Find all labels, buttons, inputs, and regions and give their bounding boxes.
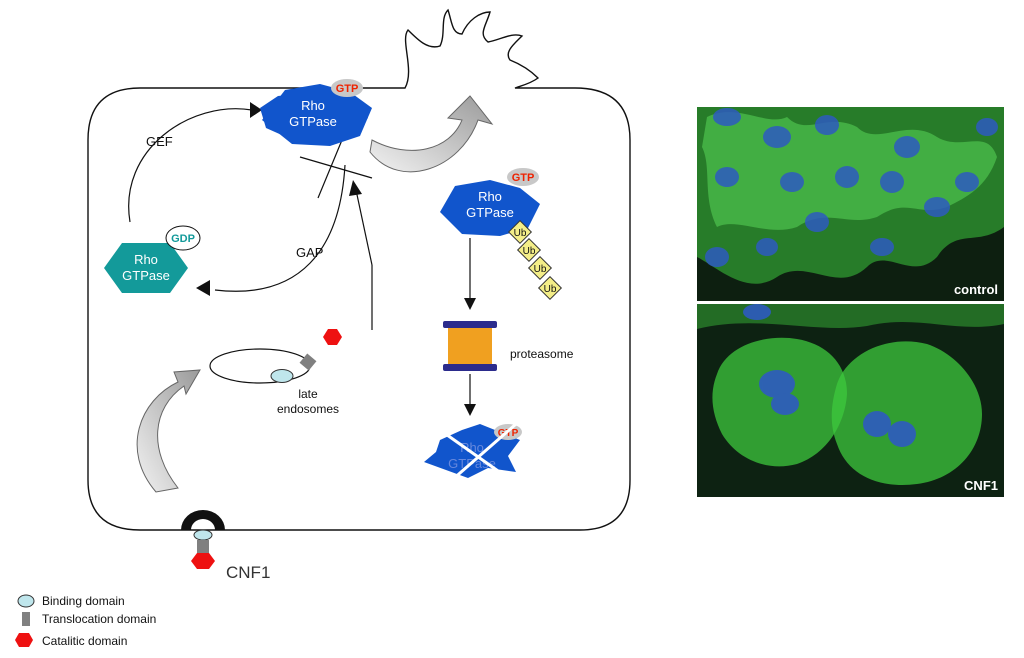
degraded-cross bbox=[451, 422, 517, 482]
ubiquitin-label: Ub bbox=[523, 246, 536, 257]
ubiquitin-tag bbox=[527, 255, 553, 281]
arrowhead-icon bbox=[464, 404, 476, 416]
nuclei bbox=[705, 108, 998, 267]
arrowhead-icon bbox=[196, 280, 210, 296]
gtp-badge bbox=[331, 79, 363, 97]
rho-gtpase-active bbox=[262, 84, 372, 146]
cnf1-mechanism-diagram: Rho GTPase GTP Rho GTPase GDP GEF GAP la… bbox=[87, 8, 631, 582]
cytoskeleton-arrow-icon bbox=[369, 95, 494, 173]
arrowhead-icon bbox=[250, 102, 262, 118]
legend-translocation-label: Translocation domain bbox=[42, 612, 157, 626]
micrograph-cnf1: CNF1 bbox=[697, 304, 1004, 497]
binding-domain-icon bbox=[193, 529, 213, 541]
ubiquitin-label: Ub bbox=[514, 228, 527, 239]
ubiquitin-tag bbox=[507, 219, 533, 245]
rho-label: Rho bbox=[478, 189, 502, 204]
ubiquitin-chain: Ub Ub Ub Ub bbox=[507, 219, 563, 301]
gtpase-label: GTPase bbox=[122, 268, 170, 283]
legend: Binding domain Translocation domain Cata… bbox=[0, 586, 220, 656]
micrograph-control: control bbox=[697, 107, 1004, 301]
legend-catalytic-label: Catalitic domain bbox=[42, 634, 128, 648]
cell-membrane bbox=[87, 8, 631, 531]
late-endosome bbox=[209, 348, 311, 384]
rho-gtpase-activated bbox=[440, 180, 540, 236]
rho-label: Rho bbox=[134, 252, 158, 267]
gtp-badge-label: GTP bbox=[498, 428, 519, 439]
micrograph-label-control: control bbox=[953, 282, 998, 297]
gtpase-label: GTPase bbox=[466, 205, 514, 220]
micrograph-label-cnf1: CNF1 bbox=[964, 478, 998, 493]
legend-binding-domain: Binding domain bbox=[0, 592, 220, 610]
arrowhead-icon bbox=[464, 298, 476, 310]
binding-domain-icon bbox=[270, 369, 294, 383]
gef-activation-arrow bbox=[128, 108, 253, 223]
ubiquitin-tag bbox=[537, 275, 563, 301]
catalytic-domain-icon bbox=[15, 633, 33, 647]
arrowhead-icon bbox=[349, 180, 362, 196]
membrane-receptor bbox=[181, 510, 225, 530]
rho-label: Rho bbox=[301, 98, 325, 113]
degraded-cross bbox=[439, 428, 509, 480]
gtp-badge-label: GTP bbox=[512, 172, 535, 184]
gap-inactivation-arrow bbox=[214, 164, 346, 292]
binding-domain-icon bbox=[17, 594, 35, 608]
rho-gtpase-inactive bbox=[104, 243, 188, 293]
ubiquitin-label: Ub bbox=[534, 264, 547, 275]
proteasome-cap bbox=[443, 321, 497, 328]
proteasome-label: proteasome bbox=[510, 347, 574, 361]
legend-translocation-domain: Translocation domain bbox=[0, 610, 220, 628]
proteasome-cap bbox=[443, 364, 497, 371]
gtp-badge bbox=[507, 168, 539, 186]
nuclei bbox=[743, 304, 916, 447]
cnf1-label: CNF1 bbox=[226, 563, 270, 582]
late-endosomes-label: late bbox=[298, 387, 318, 401]
gtpase-label: GTPase bbox=[289, 114, 337, 129]
legend-catalytic-domain: Catalitic domain bbox=[0, 632, 220, 650]
ubiquitin-tag bbox=[516, 237, 542, 263]
inhibition-cross bbox=[299, 156, 373, 179]
catalytic-domain-icon bbox=[191, 553, 215, 569]
translocation-domain-icon bbox=[299, 353, 317, 371]
cnf1-cell-right bbox=[831, 341, 982, 485]
cnf1-top-cells bbox=[697, 304, 1004, 329]
proteasome-body bbox=[448, 328, 492, 364]
catalytic-block-arrow bbox=[355, 189, 373, 266]
gap-label: GAP bbox=[296, 245, 323, 260]
gdp-badge-label: GDP bbox=[171, 233, 195, 245]
translocation-domain-icon bbox=[197, 540, 209, 554]
gtp-badge-label: GTP bbox=[336, 83, 359, 95]
inhibition-cross bbox=[317, 139, 343, 199]
uptake-arrow-icon bbox=[136, 369, 201, 493]
gdp-badge bbox=[165, 225, 201, 251]
legend-binding-label: Binding domain bbox=[42, 594, 125, 608]
translocation-domain-icon bbox=[22, 612, 30, 626]
catalytic-domain-icon bbox=[323, 329, 342, 345]
ubiquitin-label: Ub bbox=[544, 284, 557, 295]
rho-label: Rho bbox=[460, 440, 484, 455]
late-endosomes-label: endosomes bbox=[277, 402, 339, 416]
gef-label: GEF bbox=[146, 134, 173, 149]
